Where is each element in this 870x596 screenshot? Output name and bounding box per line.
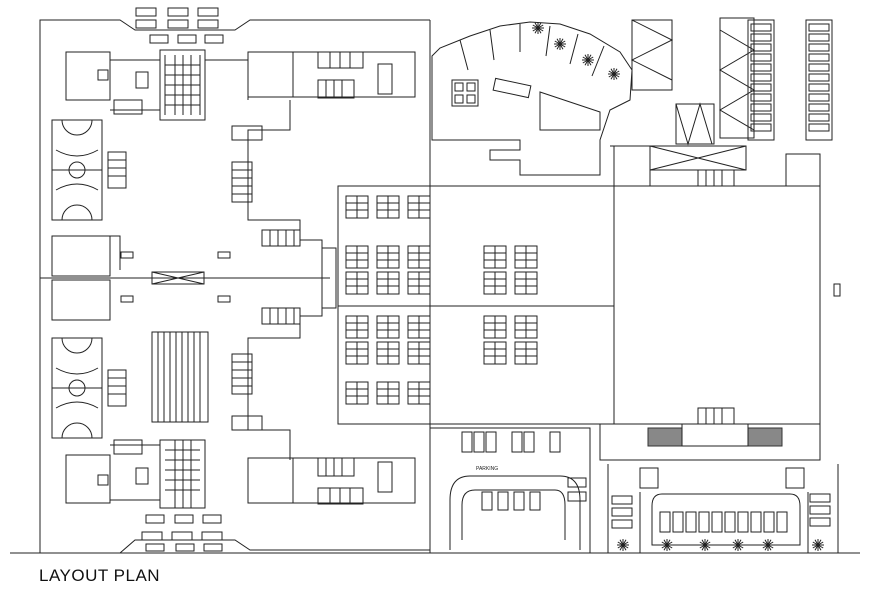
parking-stall (808, 63, 830, 72)
parking-stall (808, 83, 830, 92)
lower-right-parking (607, 464, 839, 553)
parking-stall (750, 113, 772, 122)
parking-stall (808, 93, 830, 102)
parking-stall (808, 33, 830, 42)
parking-stall (750, 23, 772, 32)
parking-stall (750, 53, 772, 62)
drawing-caption: LAYOUT PLAN (39, 566, 161, 585)
parking-label: PARKING (476, 466, 498, 472)
upper-right-block (431, 17, 755, 176)
middle-rooms (40, 100, 337, 460)
parking-stall (808, 113, 830, 122)
parking-stall (808, 23, 830, 32)
parking-stall (808, 73, 830, 82)
parking-stall (750, 33, 772, 42)
parking-stall (750, 83, 772, 92)
parking-stall (750, 123, 772, 132)
tree-symbols (532, 22, 824, 551)
left-staircases (107, 151, 127, 407)
right-hall (599, 145, 841, 461)
upper-left-rooms (65, 49, 416, 121)
parking-stall (750, 103, 772, 112)
seating-blocks (345, 195, 538, 405)
parking-stall (750, 43, 772, 52)
parking-stall (808, 103, 830, 112)
right-parking-columns (747, 19, 833, 141)
bottom-parking-strip (141, 514, 223, 552)
parking-stall (750, 73, 772, 82)
top-parking-strip (135, 7, 224, 44)
lower-left-rooms (65, 331, 416, 509)
parking-stall (750, 93, 772, 102)
lower-parking: PARKING (429, 427, 591, 554)
parking-stall (808, 53, 830, 62)
parking-stall (808, 123, 830, 132)
parking-stall (808, 43, 830, 52)
basketball-court-lower (51, 337, 103, 439)
basketball-court-upper (51, 119, 103, 221)
parking-stall (750, 63, 772, 72)
central-hall (337, 185, 615, 425)
